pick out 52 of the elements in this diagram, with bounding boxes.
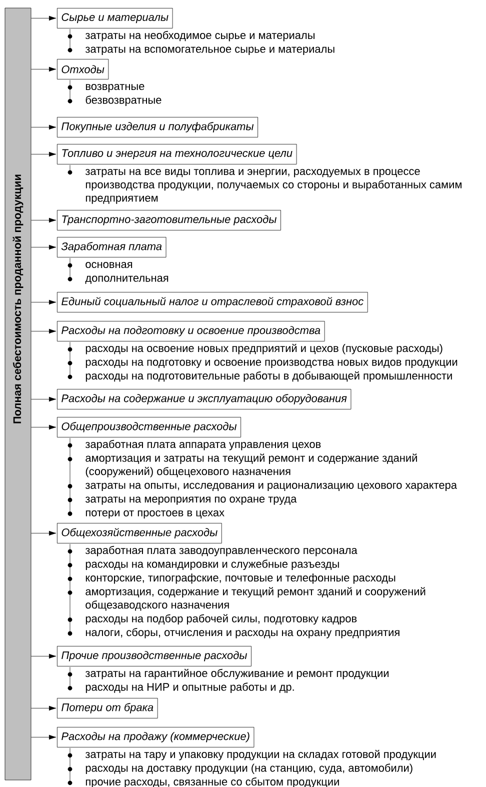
list-item: заработная плата заводоуправленческого персонала <box>85 546 358 556</box>
list-item: расходы на командировки и служебные разъезды <box>86 560 339 570</box>
list-item: затраты на мероприятия по охране труда <box>85 496 297 505</box>
list-item: расходы на освоение новых предприятий и цехов (пусковые расходы) <box>86 344 442 354</box>
category-box: Заработная плата <box>57 237 166 258</box>
category-box: Сырье и материалы <box>57 8 173 28</box>
category-box: Единый социальный налог и отраслевой страховой взнос <box>57 292 368 312</box>
arrow <box>31 424 56 430</box>
list-item: затраты на все виды топлива и энергии, расходуемых в процессе производства продукции, получаемых со стороны и выработанных самим предприятием <box>85 169 462 204</box>
category-box: Потери от брака <box>57 698 158 718</box>
category-box: Прочие производственные расходы <box>57 646 252 666</box>
category-box: Транспортно-заготовительные расходы <box>57 210 281 230</box>
list-item: дополнительная <box>85 276 168 284</box>
list-item: конторские, типографские, почтовые и телефонные расходы <box>86 574 396 584</box>
category-box: Общепроизводственные расходы <box>57 417 241 438</box>
arrow <box>31 16 56 21</box>
arrow <box>31 396 56 402</box>
arrow <box>31 66 56 72</box>
list-item: расходы на НИР и опытные работы и др. <box>86 682 294 693</box>
list-item: расходы на подготовительные работы в добывающей промышленности <box>86 371 452 382</box>
category-box: Общехозяйственные расходы <box>57 523 222 544</box>
list-item: заработная плата аппарата управления цехов <box>85 440 321 450</box>
list-item: безвозвратные <box>86 96 162 106</box>
list-item: потери от простоев в цехах <box>86 510 224 519</box>
category-box: Расходы на содержание и эксплуатацию оборудования <box>57 389 352 410</box>
arrow <box>31 654 56 659</box>
arrow <box>31 218 56 223</box>
arrow <box>31 734 56 740</box>
arrow <box>31 152 56 157</box>
list-item: налоги, сборы, отчисления и расходы на охрану предприятия <box>86 628 400 638</box>
arrow <box>31 124 56 130</box>
arrow <box>31 706 56 711</box>
arrow <box>31 300 56 305</box>
list-item: затраты на опыты, исследования и рационализацию цехового характера <box>85 482 457 492</box>
list-item: возвратные <box>86 84 144 92</box>
list-item: затраты на тару и упаковку продукции на складах готовой продукции <box>85 750 436 760</box>
category-box: Расходы на подготовку и освоение производства <box>57 321 325 342</box>
list-item: затраты на вспомогательное сырье и материалы <box>85 46 334 55</box>
category-box: Расходы на продажу (коммерческие) <box>57 727 254 748</box>
arrow <box>31 530 56 536</box>
list-item: расходы на подбор рабочей силы, подготовку кадров <box>86 614 357 625</box>
list-item: расходы на доставку продукции (на станцию, суда, автомобили) <box>86 764 412 774</box>
list-item: затраты на необходимое сырье и материалы <box>85 30 314 42</box>
list-item: затраты на гарантийное обслуживание и ремонт продукции <box>85 668 388 680</box>
arrow <box>31 244 56 250</box>
list-item: расходы на подготовку и освоение производства новых видов продукции <box>86 360 458 368</box>
category-box: Топливо и энергия на технологические цели <box>57 144 297 164</box>
category-box: Покупные изделия и полуфабрикаты <box>57 117 258 138</box>
list-item: основная <box>86 262 132 268</box>
vertical-bar: Полная себестоимость проданной продукции <box>4 8 32 780</box>
category-box: Отходы <box>57 59 109 80</box>
arrow <box>31 328 56 334</box>
